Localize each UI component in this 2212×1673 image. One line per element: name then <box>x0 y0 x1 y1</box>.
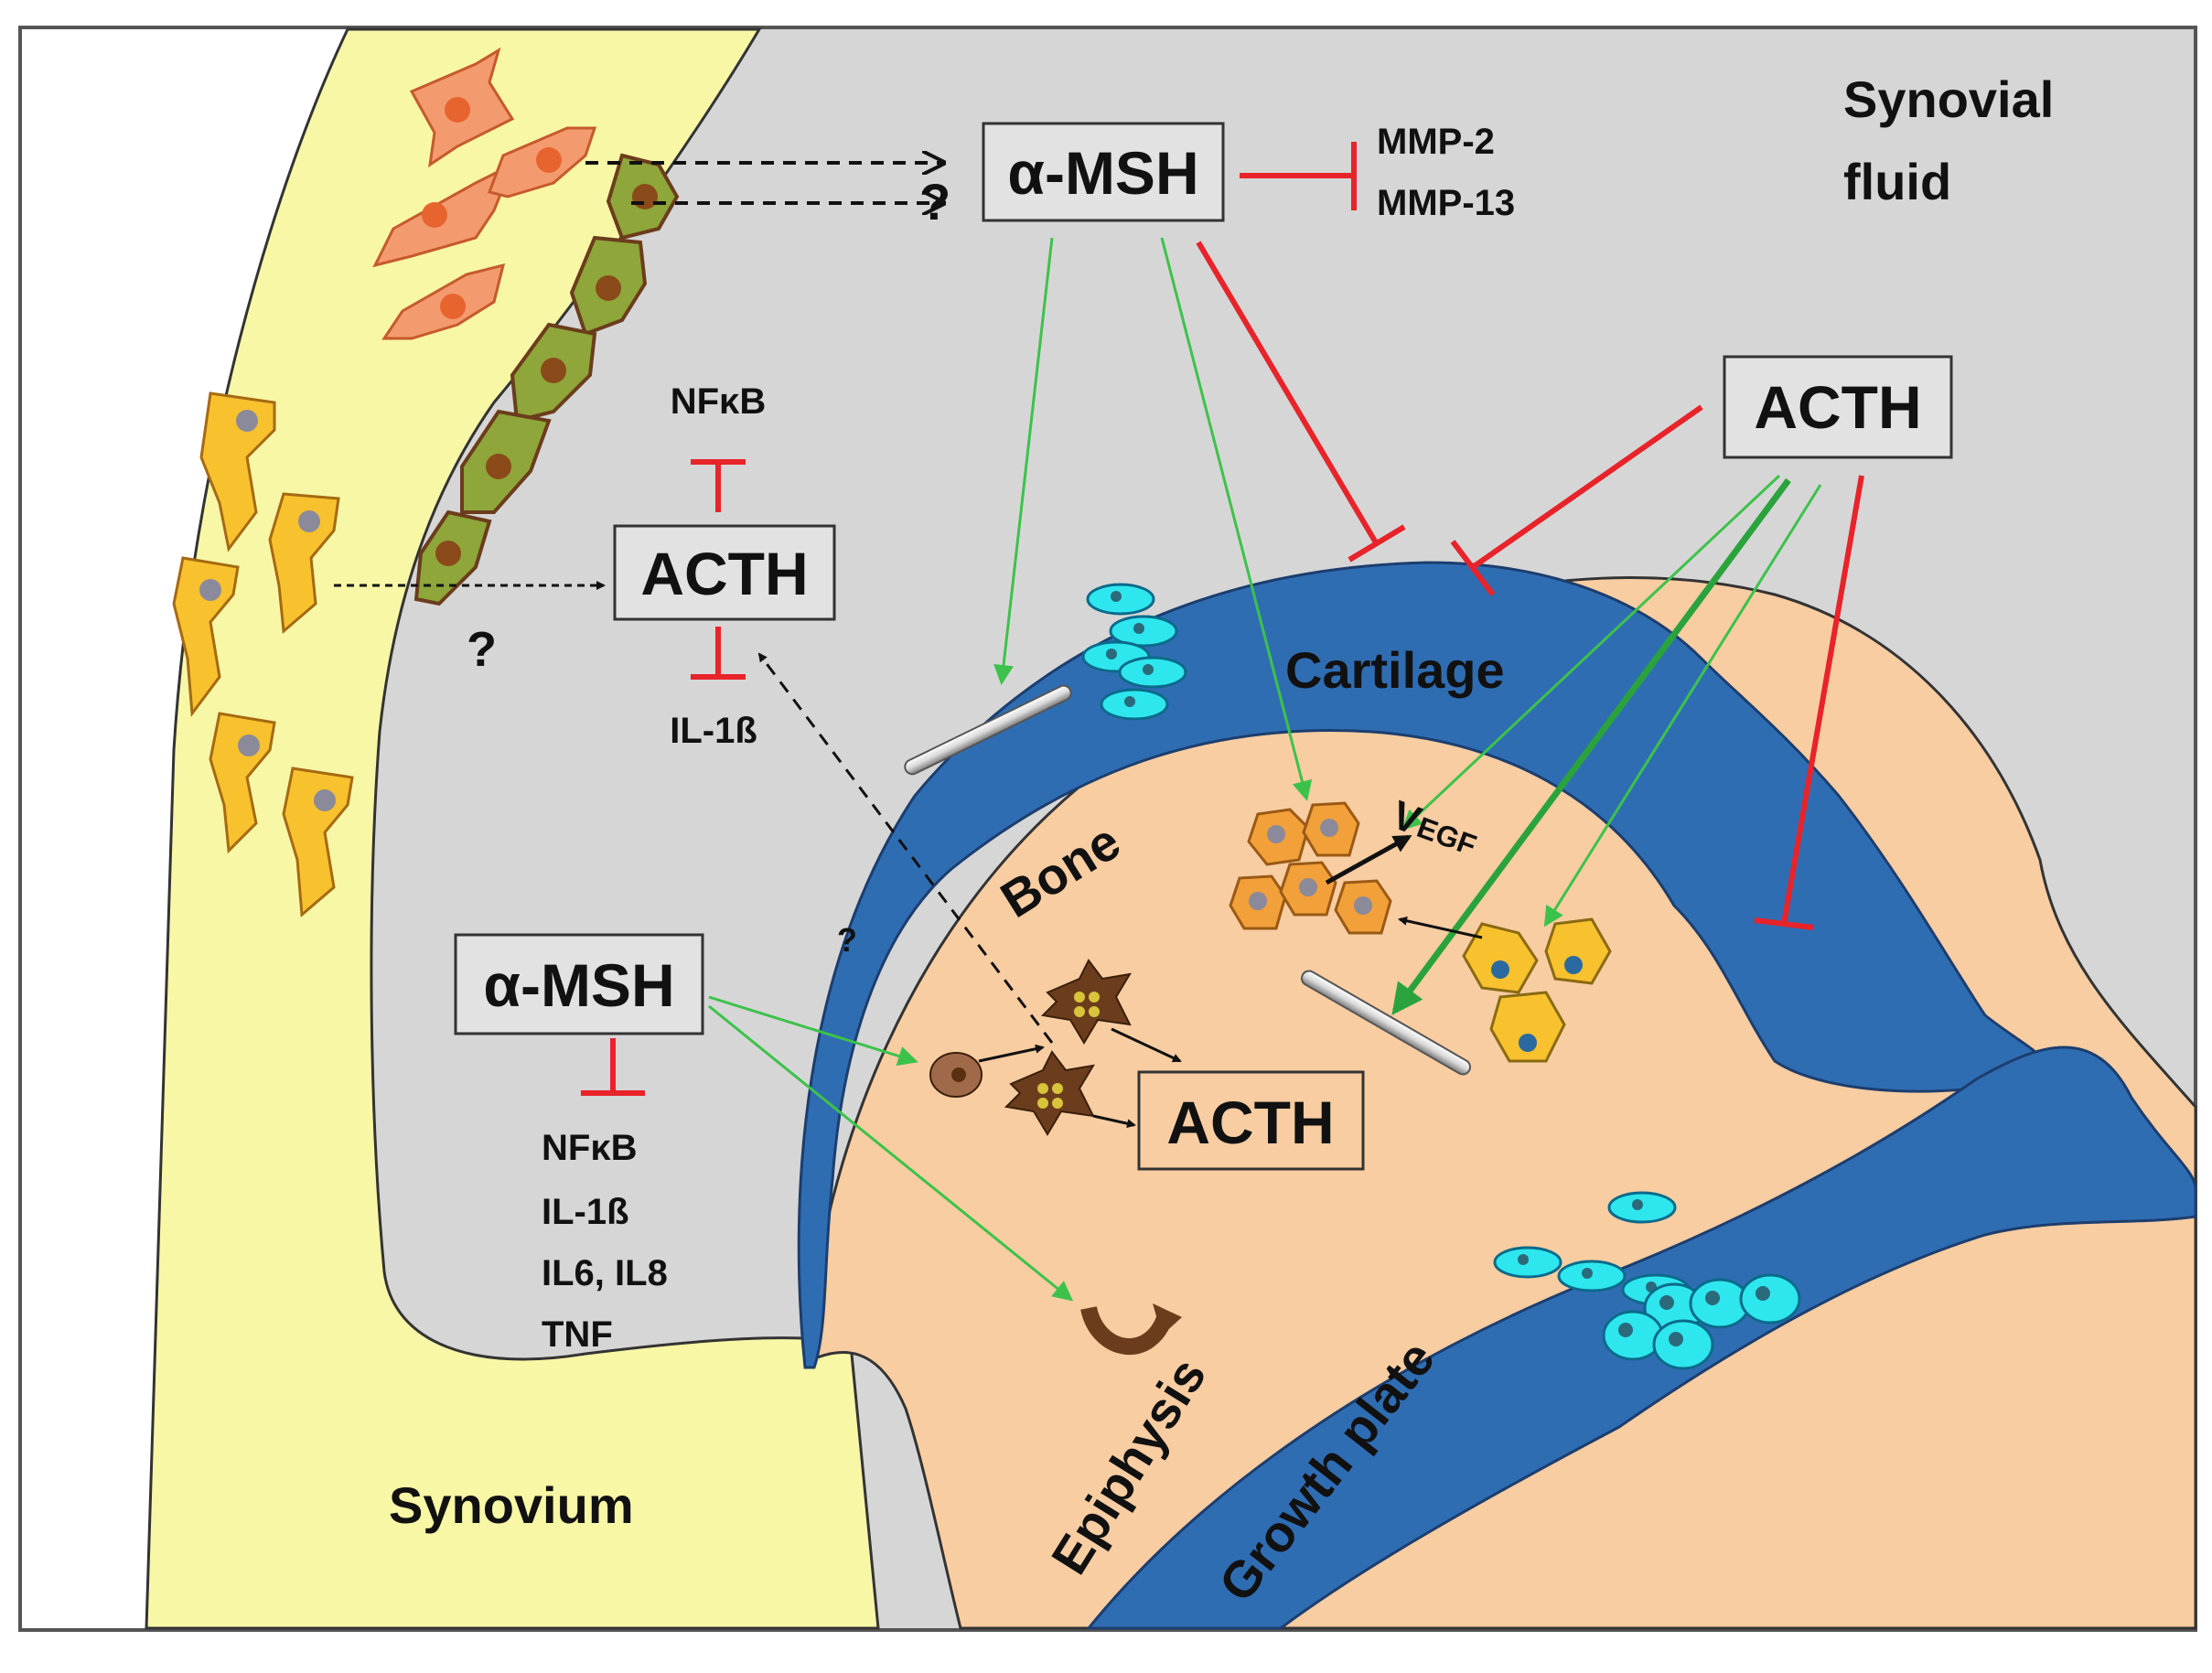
bone-macrophage-cells <box>1462 917 1612 1063</box>
inhibition-lines <box>581 142 1864 1096</box>
bone-arrows <box>978 916 1483 1129</box>
mmp2-label: MMP-2 <box>1377 122 1495 162</box>
dashed-arrow-to-acth <box>757 652 1054 1044</box>
osteoblast-cells <box>1229 801 1392 935</box>
lining-cells <box>413 153 680 606</box>
synovial-fluid-label-line1: Synovial <box>1843 70 2054 128</box>
box-label: ACTH <box>1166 1089 1334 1156</box>
synovial-fluid-label-line2: fluid <box>1843 153 1951 210</box>
synovium-label: Synovium <box>389 1476 634 1534</box>
question-mark-cartilage: ? <box>837 921 857 959</box>
bone-rod <box>1300 970 1472 1076</box>
left-margin <box>22 29 348 1628</box>
box-msh-lower: α-MSH <box>454 933 704 1035</box>
question-mark-top: ? <box>919 173 950 231</box>
box-acth-bottom: ACTH <box>1137 1070 1365 1171</box>
il6-il8-label: IL6, IL8 <box>542 1253 668 1293</box>
cartilage-label: Cartilage <box>1285 641 1505 699</box>
chondrocytes-cartilage <box>1081 583 1187 721</box>
vegf-arrow <box>1325 834 1412 885</box>
cartilage-rod <box>904 684 1072 776</box>
thick-stimulation-arrow <box>1391 477 1791 1015</box>
osteoclast-cells <box>929 959 1132 1136</box>
box-label: α-MSH <box>483 951 674 1019</box>
box-label: ACTH <box>640 540 808 607</box>
question-mark-left: ? <box>467 622 497 677</box>
il1b-top-label: IL-1ß <box>670 711 757 751</box>
curved-arrow-head <box>1153 1303 1182 1335</box>
tnf-label: TNF <box>542 1314 613 1355</box>
mmp13-label: MMP-13 <box>1377 183 1515 223</box>
il1b-lower-label: IL-1ß <box>542 1192 629 1232</box>
synovium-region <box>145 27 880 1630</box>
box-acth-right: ACTH <box>1723 355 1953 459</box>
chondrocytes-growth-plate <box>1493 1191 1801 1370</box>
macrophage-cells <box>172 391 354 918</box>
nfkb-lower-label: NFκB <box>542 1128 638 1168</box>
fibroblast-cells <box>372 47 597 340</box>
box-label: ACTH <box>1754 373 1921 441</box>
box-acth-middle: ACTH <box>613 524 836 621</box>
stimulation-arrows <box>708 237 1822 1302</box>
box-label: α-MSH <box>1007 139 1198 207</box>
box-msh-top: α-MSH <box>982 122 1225 222</box>
nfkb-top-label: NFκB <box>671 381 767 422</box>
